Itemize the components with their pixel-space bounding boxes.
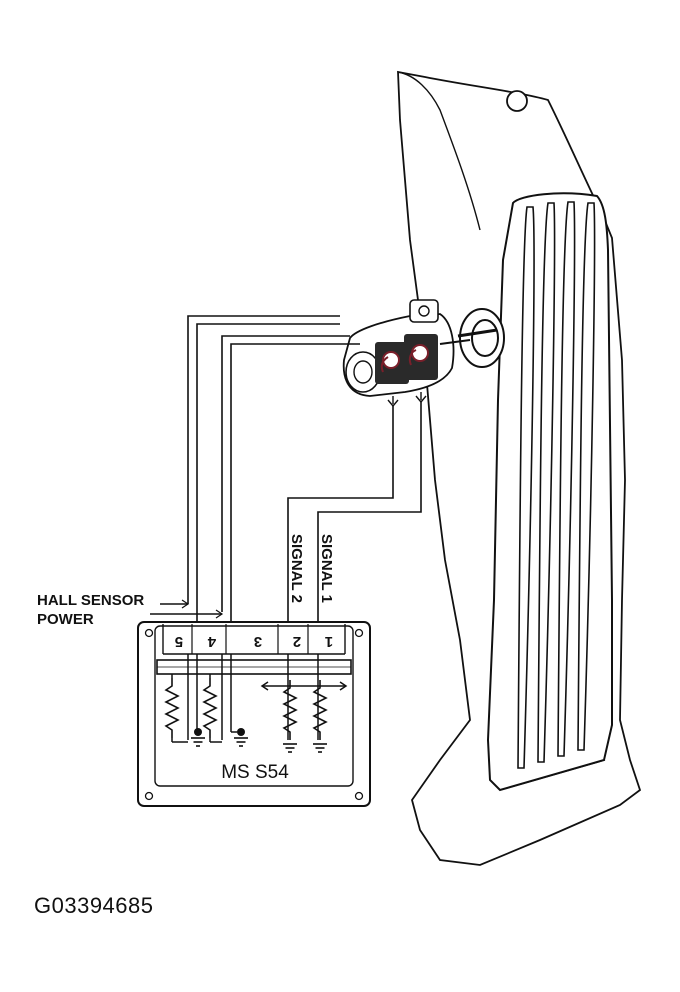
signal-1-label: SIGNAL 1 xyxy=(318,534,335,603)
pin-1-label: 1 xyxy=(325,633,333,650)
pin-3-label: 3 xyxy=(254,633,262,650)
wiring-harness xyxy=(187,315,422,628)
ground-node-pin4 xyxy=(194,728,202,736)
module-name-label: MS S54 xyxy=(221,762,289,783)
ground-symbols xyxy=(190,728,328,753)
pedal-pad xyxy=(486,192,613,792)
wire-signal1 xyxy=(317,402,422,628)
wire-pin4 xyxy=(196,323,340,628)
wire-hall-power-pin4 xyxy=(221,335,350,612)
signal-2-label: SIGNAL 2 xyxy=(288,534,305,603)
wire-pin3 xyxy=(230,343,360,628)
ground-node-pin3 xyxy=(237,728,245,736)
wire-signal2 xyxy=(287,406,394,628)
pin-5-label: 5 xyxy=(175,633,183,650)
ms-s54-module xyxy=(137,621,371,807)
pedal-hinge xyxy=(457,308,505,368)
pin-2-label: 2 xyxy=(293,633,301,650)
pin-4-label: 4 xyxy=(207,633,216,650)
figure-code: G03394685 xyxy=(34,893,154,918)
power-label: POWER xyxy=(37,611,94,628)
pedal-pivot-hole xyxy=(506,90,528,112)
hall-sensor-module xyxy=(342,299,471,408)
label-leaders xyxy=(150,599,224,619)
pin-labels: 5 4 3 2 1 xyxy=(175,633,333,650)
module-circuit xyxy=(165,654,348,743)
wire-hall-power-pin5 xyxy=(187,315,340,604)
hall-sensor-label: HALL SENSOR xyxy=(37,592,144,609)
